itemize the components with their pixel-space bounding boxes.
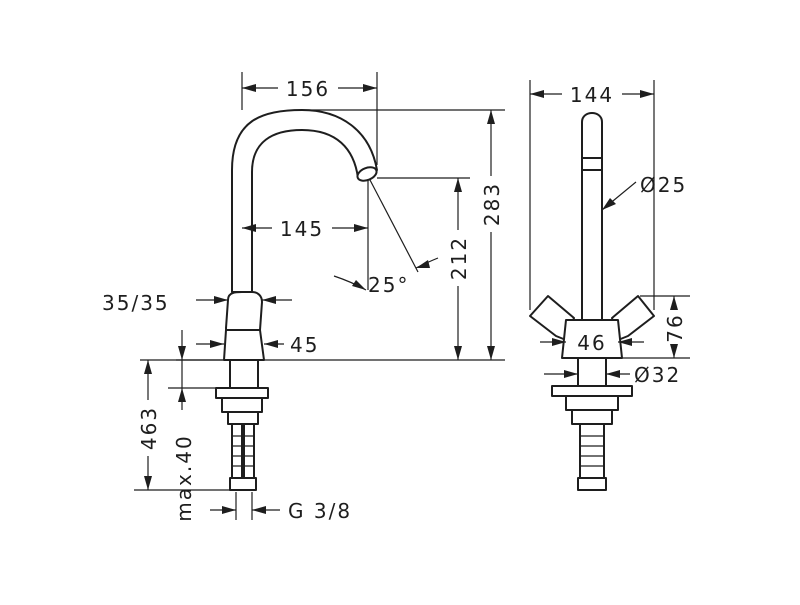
dim-283: 283 <box>480 182 504 226</box>
side-view <box>529 112 655 491</box>
front-shank <box>227 411 259 425</box>
dim-dia-32: Ø32 <box>634 363 681 387</box>
side-base <box>577 357 607 387</box>
side-spout-pipe <box>581 112 603 321</box>
front-threaded-tails <box>229 423 257 491</box>
dim-76: 76 <box>663 313 687 342</box>
front-dimensions: 156 283 212 145 25° 35/35 <box>102 72 505 523</box>
side-nut <box>565 395 619 411</box>
front-spout-tip <box>356 166 378 182</box>
dim-max-40: max.40 <box>172 434 196 521</box>
side-flange <box>551 385 633 397</box>
dim-46: 46 <box>577 331 606 355</box>
side-shank <box>571 409 613 425</box>
front-spout <box>231 109 378 293</box>
dim-156: 156 <box>286 77 330 101</box>
front-view <box>140 109 505 491</box>
side-dimensions: 144 Ø25 76 46 Ø32 <box>529 80 690 387</box>
dim-212: 212 <box>447 236 471 280</box>
front-nut <box>221 397 263 413</box>
dim-35-35: 35/35 <box>102 291 170 315</box>
side-spout-outlet <box>581 157 603 171</box>
dim-144: 144 <box>570 83 614 107</box>
dim-45: 45 <box>290 333 319 357</box>
dim-25-deg: 25° <box>368 273 409 297</box>
front-lower-body <box>229 359 259 389</box>
dim-dia-25: Ø25 <box>640 173 687 197</box>
dim-145: 145 <box>280 217 324 241</box>
dim-g-3-8: G 3/8 <box>288 499 352 523</box>
front-flange <box>215 387 269 399</box>
dim-463: 463 <box>137 406 161 450</box>
front-body <box>223 329 265 361</box>
side-threaded-tails <box>577 423 607 491</box>
